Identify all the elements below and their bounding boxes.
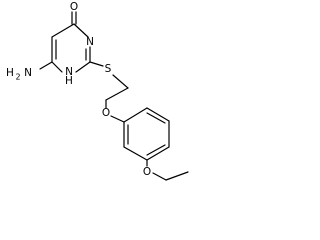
bond-ch2a-ch2b — [105, 87, 129, 101]
bond-c2-n1 — [75, 61, 91, 73]
molecule-structure: O N H N H 2 N S O O — [6, 1, 189, 181]
atom-amine-hydrogen: H — [6, 67, 14, 79]
bond-n1-c6 — [51, 61, 63, 73]
atom-oxo-oxygen: O — [70, 1, 78, 13]
bond-ar2-ar3-a — [146, 107, 170, 122]
bond-o-ch2 — [152, 172, 167, 181]
atom-n1-nitrogen: N — [65, 66, 73, 78]
bond-ar4-ar5-a — [146, 146, 170, 161]
bond-s-ch2a — [112, 74, 129, 89]
bond-c6-nh2 — [39, 61, 53, 70]
atom-n1-hydrogen: H — [65, 75, 73, 87]
atom-amine-nitrogen: N — [24, 67, 32, 79]
bond-ch2-ch3 — [165, 171, 189, 181]
bond-c2-s — [89, 61, 104, 67]
atom-ethoxy-oxygen: O — [143, 166, 151, 178]
atom-n3-nitrogen: N — [86, 36, 94, 48]
atom-labels: O N H N H 2 N S O O — [6, 1, 151, 178]
bond-ar5-ar6 — [123, 146, 148, 161]
bond-c4-n3 — [73, 23, 89, 38]
bond-ar4-ar5-b — [146, 144, 166, 156]
bond-ar1-ar2 — [123, 107, 148, 123]
bond-ar2-ar3-b — [146, 112, 166, 124]
atom-sulfur: S — [105, 63, 112, 75]
bond-c5-c4 — [51, 23, 75, 38]
atom-amine-subscript: 2 — [15, 73, 20, 82]
bond-o-ar — [110, 115, 125, 123]
bonds — [39, 11, 189, 181]
atom-ether-oxygen: O — [102, 107, 110, 119]
